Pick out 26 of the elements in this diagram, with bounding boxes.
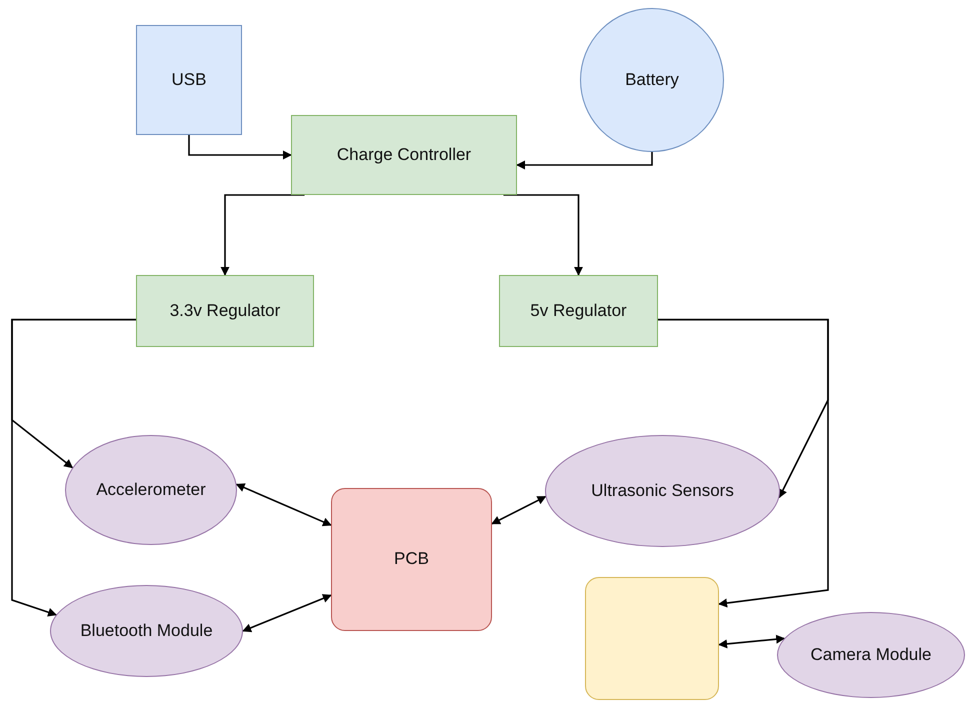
arrow	[242, 594, 332, 632]
process-box	[499, 275, 658, 347]
node-label: Ultrasonic Sensors	[591, 480, 734, 502]
arrow	[188, 135, 292, 160]
node-label: Accelerometer	[96, 480, 206, 500]
node-label: USB	[172, 70, 206, 90]
arrow	[236, 483, 332, 526]
empty-box	[585, 577, 719, 700]
node-label: 3.3v Regulator	[170, 300, 280, 322]
node-label: Bluetooth Module	[80, 620, 213, 642]
node-label: PCB	[394, 549, 429, 570]
arrow	[718, 634, 786, 648]
arrow	[491, 496, 546, 524]
process-box	[136, 275, 314, 347]
arrow	[658, 318, 829, 608]
node-label: 5v Regulator	[530, 300, 627, 322]
node-label: Camera Module	[810, 644, 932, 666]
arrow	[11, 318, 136, 617]
process-box	[291, 115, 517, 195]
arrow	[516, 152, 653, 170]
power-source-box	[136, 25, 242, 135]
node-label: Charge Controller	[336, 144, 472, 166]
arrow	[220, 194, 305, 276]
board-box	[331, 488, 492, 631]
node-label: Battery	[625, 70, 679, 90]
arrow	[503, 194, 583, 276]
